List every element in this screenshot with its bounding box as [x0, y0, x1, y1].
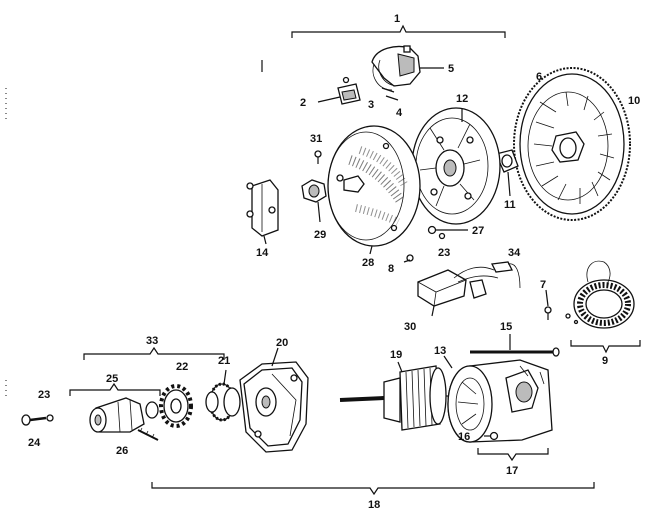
part-19-armature — [339, 361, 462, 431]
part-28-back-plate — [327, 125, 421, 255]
callout-11: 11 — [504, 199, 516, 211]
part-24-bolt — [21, 414, 54, 426]
margin-marks — [5, 60, 263, 400]
callout-23-right: 23 — [438, 247, 450, 259]
callout-13: 13 — [434, 345, 446, 357]
callout-20: 20 — [276, 337, 288, 349]
part-12-stator-housing — [411, 107, 501, 225]
callout-18: 18 — [368, 499, 380, 511]
callout-29: 29 — [314, 229, 326, 241]
part-22-gear — [159, 384, 193, 428]
callout-7: 7 — [540, 279, 546, 291]
part-8-screw — [403, 254, 414, 263]
callout-labels: 1 2 3 4 5 6 7 8 9 10 11 12 13 14 15 16 1… — [28, 13, 640, 511]
part-25-drive — [89, 397, 159, 433]
part-13-motor-housing — [443, 355, 553, 443]
part-30-rectifier — [417, 261, 521, 317]
part-6-flywheel — [513, 67, 631, 221]
part-31-screw — [314, 150, 322, 164]
callout-27: 27 — [472, 225, 484, 237]
callout-19: 19 — [390, 349, 402, 361]
callout-21: 21 — [218, 355, 230, 367]
callout-1: 1 — [394, 13, 400, 25]
part-21-pinion — [205, 369, 241, 422]
callout-9: 9 — [602, 355, 608, 367]
callout-24: 24 — [28, 437, 41, 449]
callout-22: 22 — [176, 361, 188, 373]
callout-31: 31 — [310, 133, 322, 145]
callout-33: 33 — [146, 335, 158, 347]
part-15-through-bolt — [470, 334, 560, 357]
callout-5: 5 — [448, 63, 454, 75]
part-20-end-bracket — [239, 347, 309, 453]
callout-2: 2 — [300, 97, 306, 109]
bracket-17 — [477, 448, 549, 462]
callout-23-left: 23 — [38, 389, 50, 401]
part-9-stator-coil — [565, 260, 635, 329]
callout-15: 15 — [500, 321, 512, 333]
part-26-screw — [137, 427, 159, 441]
part-29-nut — [301, 179, 327, 223]
bracket-1 — [291, 24, 506, 38]
part-14-bracket — [246, 179, 279, 245]
callout-6: 6 — [536, 71, 542, 83]
callout-14: 14 — [256, 247, 269, 259]
callout-4: 4 — [396, 107, 403, 119]
callout-26: 26 — [116, 445, 128, 457]
callout-8: 8 — [388, 263, 394, 275]
callout-16: 16 — [458, 431, 470, 443]
callout-34: 34 — [508, 247, 521, 259]
part-2-clip — [317, 76, 361, 105]
bracket-18 — [151, 482, 595, 496]
part-11-plate — [495, 149, 519, 197]
bracket-9 — [570, 340, 641, 354]
callout-28: 28 — [362, 257, 374, 269]
callout-30: 30 — [404, 321, 416, 333]
part-5-brush-holder — [371, 45, 444, 101]
callout-25: 25 — [106, 373, 118, 385]
part-16-screw — [484, 431, 499, 441]
bracket-33 — [83, 346, 225, 360]
bracket-25 — [69, 382, 161, 396]
callout-12: 12 — [456, 93, 468, 105]
part-7-screw — [544, 289, 552, 320]
callout-3: 3 — [368, 99, 374, 111]
callout-10: 10 — [628, 95, 640, 107]
part-27-screw — [427, 225, 468, 240]
callout-17: 17 — [506, 465, 518, 477]
